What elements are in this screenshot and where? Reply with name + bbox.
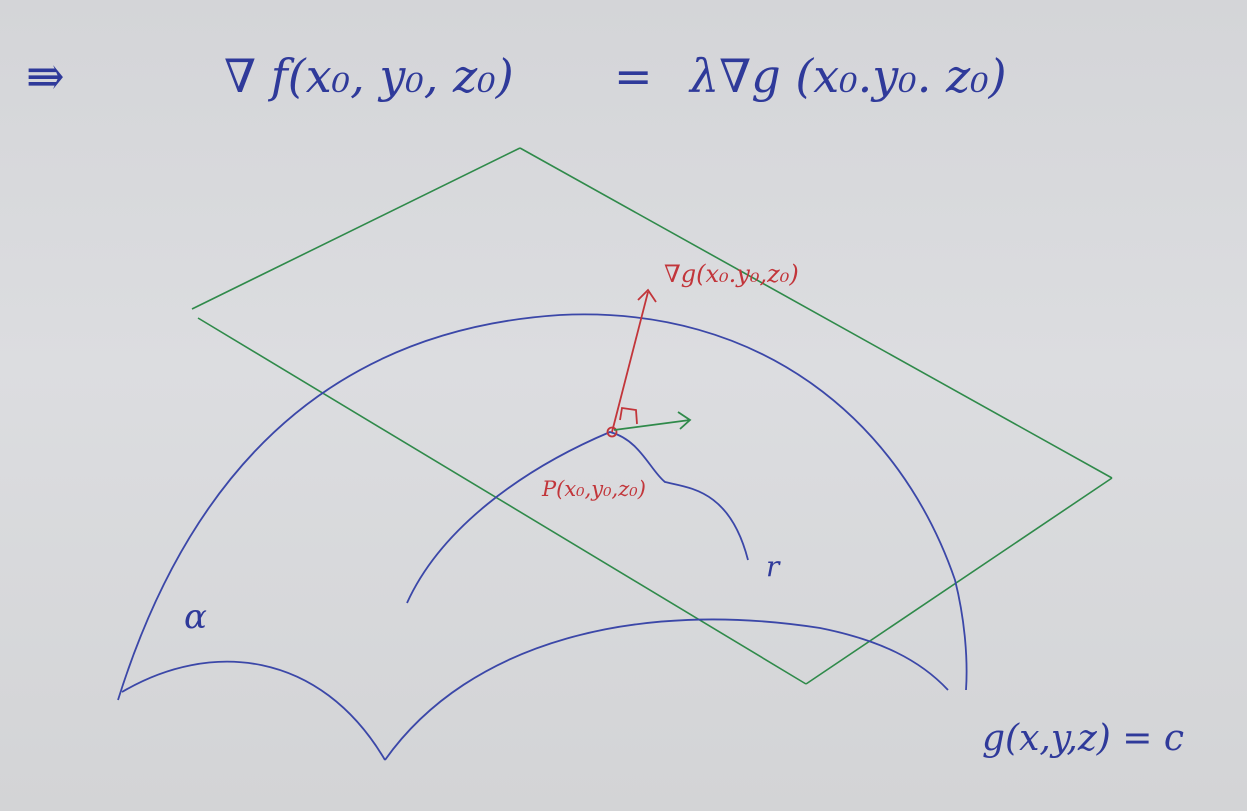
plane-edge-right-top bbox=[519, 147, 1113, 479]
tangent-vector bbox=[613, 411, 692, 431]
constraint-label: g(x,y,z) = c bbox=[982, 718, 1184, 759]
plane-edge-left bbox=[197, 317, 807, 685]
equation-rhs: λ∇g (x₀.y₀. z₀) bbox=[688, 49, 1007, 103]
alpha-label: α bbox=[184, 597, 207, 637]
gradient-vector bbox=[606, 288, 657, 438]
surface-bottom-left-arc bbox=[121, 660, 386, 761]
curve-r bbox=[406, 431, 749, 604]
gradient-label: ∇g(x₀.y₀,z₀) bbox=[664, 260, 799, 288]
point-label: P(x₀,y₀,z₀) bbox=[541, 477, 646, 501]
surface-alpha bbox=[117, 313, 968, 761]
plane-edge-top bbox=[191, 147, 521, 310]
gradient-arrow-shaft bbox=[611, 291, 649, 433]
implies-symbol: ⇛ bbox=[26, 49, 65, 103]
curve-r-label: r bbox=[766, 550, 781, 583]
tangent-arrow-shaft bbox=[613, 419, 691, 431]
gradient-arrowhead bbox=[637, 288, 657, 303]
right-angle-mark bbox=[619, 406, 638, 425]
equation-equals: = bbox=[614, 49, 653, 103]
surface-outer-dome bbox=[117, 313, 968, 701]
tangent-arrowhead bbox=[677, 411, 692, 430]
surface-bottom-right-arc bbox=[384, 618, 949, 761]
plane-edge-right-bottom bbox=[805, 477, 1113, 685]
point-p-marker bbox=[606, 426, 618, 438]
tangent-plane bbox=[191, 147, 1113, 685]
equation-lhs: ∇ f(x₀, y₀, z₀) bbox=[224, 49, 514, 103]
